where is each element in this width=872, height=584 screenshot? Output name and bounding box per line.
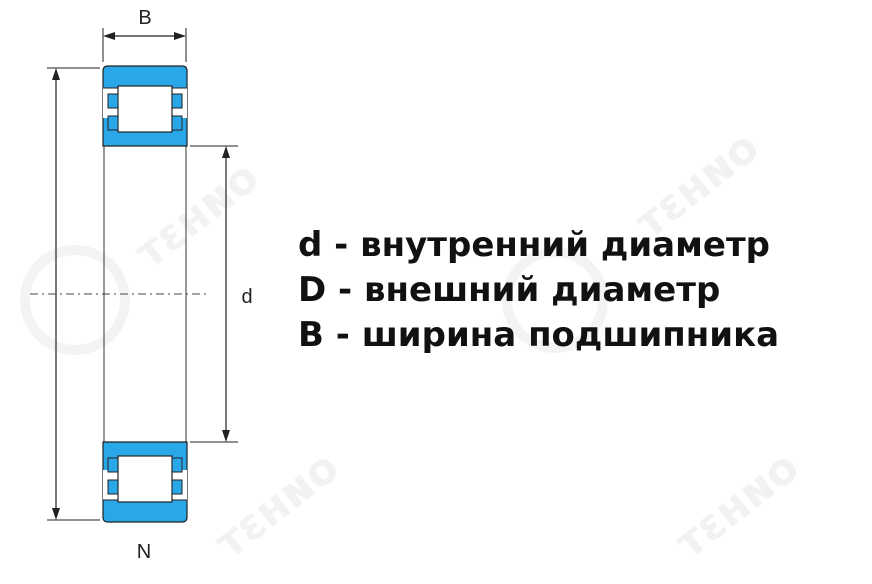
width-dimension: B	[102, 7, 187, 62]
svg-text:ᴛɛʜɴо: ᴛɛʜɴо	[125, 151, 268, 278]
width-label: B	[138, 7, 151, 29]
legend-line-inner-diameter: d - внутренний диаметр	[298, 225, 770, 265]
series-label: N	[137, 541, 151, 563]
svg-text:ᴛɛʜɴо: ᴛɛʜɴо	[205, 441, 348, 568]
bore-label: d	[241, 286, 252, 308]
bore-dimension: d	[190, 145, 253, 443]
svg-text:ᴛɛʜɴо: ᴛɛʜɴо	[665, 441, 808, 568]
bearing-section-bottom	[102, 441, 188, 523]
legend-line-outer-diameter: D - внешний диаметр	[298, 270, 720, 310]
legend: d - внутренний диаметр D - внешний диаме…	[298, 225, 779, 355]
bearing-section-top	[102, 65, 188, 147]
legend-line-width: B - ширина подшипника	[298, 315, 779, 355]
bearing-body	[103, 146, 187, 442]
